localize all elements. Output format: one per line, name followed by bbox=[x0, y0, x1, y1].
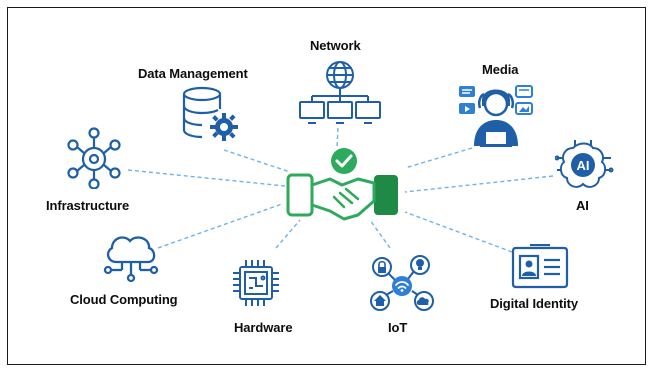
connector-ai bbox=[404, 175, 554, 193]
connector-data-management bbox=[223, 149, 291, 173]
node-label-media: Media bbox=[482, 62, 519, 77]
node-label-infrastructure: Infrastructure bbox=[46, 198, 130, 213]
ai-brain-icon: AI bbox=[554, 138, 615, 194]
iot-wifi-icon bbox=[368, 255, 436, 317]
node-label-network: Network bbox=[310, 38, 361, 53]
node-label-iot: IoT bbox=[388, 320, 408, 335]
network-globe-icon bbox=[298, 58, 382, 128]
connector-hardware bbox=[275, 219, 301, 249]
id-card-icon bbox=[510, 243, 570, 290]
connector-infrastructure bbox=[127, 169, 286, 187]
media-person-icon bbox=[458, 80, 534, 150]
node-label-cloud-computing: Cloud Computing bbox=[70, 292, 178, 307]
chip-icon bbox=[232, 258, 280, 308]
connector-digital-identity bbox=[404, 211, 513, 253]
cloud-network-icon bbox=[102, 232, 160, 284]
node-label-hardware: Hardware bbox=[234, 320, 293, 335]
svg-text:AI: AI bbox=[577, 158, 590, 173]
node-label-ai: AI bbox=[576, 198, 589, 213]
handshake-check-icon bbox=[284, 145, 404, 233]
database-gear-icon bbox=[180, 85, 240, 143]
connector-network bbox=[336, 127, 339, 149]
connector-media bbox=[404, 147, 473, 169]
infrastructure-gear-icon bbox=[64, 127, 124, 190]
node-label-digital-identity: Digital Identity bbox=[490, 296, 578, 311]
connector-cloud-computing bbox=[157, 203, 283, 249]
node-label-data-management: Data Management bbox=[138, 66, 248, 81]
connector-iot bbox=[369, 219, 391, 249]
